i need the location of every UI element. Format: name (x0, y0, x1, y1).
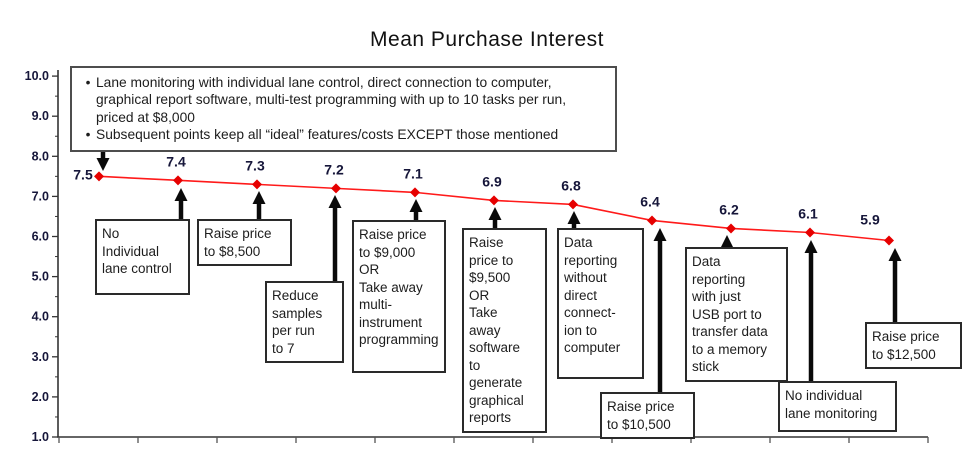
annotation-arrowhead-icon (409, 199, 423, 212)
annotation-box: No Individual lane control (95, 219, 190, 295)
annotation-box: Raise price to $9,500 OR Take away softw… (462, 228, 547, 434)
data-point-label: 7.5 (73, 166, 93, 182)
data-point-label: 7.2 (324, 161, 344, 177)
annotation-box: Reduce samples per run to 7 (265, 281, 344, 364)
y-axis-tick-label: 5.0 (32, 270, 49, 284)
annotation-arrowhead-icon (252, 191, 266, 204)
data-point-label: 7.4 (166, 153, 186, 169)
data-point-label: 6.8 (561, 177, 581, 193)
bullet-icon: • (85, 75, 91, 90)
y-axis-tick-label: 1.0 (32, 430, 49, 444)
key-bullet-1-text: Lane monitoring with individual lane con… (96, 75, 567, 125)
data-point-marker (805, 227, 815, 238)
y-axis-tick-label: 7.0 (32, 189, 49, 203)
annotation-arrowhead-icon (720, 235, 734, 248)
data-point-marker (489, 195, 499, 206)
y-axis-tick-label: 2.0 (32, 390, 49, 404)
data-point-label: 6.4 (640, 193, 660, 209)
y-axis-tick-label: 4.0 (32, 310, 49, 324)
annotation-arrowhead-icon (653, 228, 667, 241)
annotation-arrowhead-icon (174, 188, 188, 201)
annotation-arrowhead-icon (328, 195, 342, 208)
data-point-label: 6.2 (719, 201, 739, 217)
data-point-marker (884, 235, 894, 246)
key-callout-box: • Lane monitoring with individual lane c… (70, 66, 617, 152)
y-axis-tick-label: 10.0 (25, 69, 49, 83)
data-point-marker (726, 223, 736, 234)
data-point-marker (173, 175, 183, 186)
annotation-arrowhead-icon (567, 211, 581, 224)
key-bullet-1: • Lane monitoring with individual lane c… (80, 74, 605, 126)
data-point-marker (94, 171, 104, 182)
data-point-label: 5.9 (860, 212, 880, 228)
data-point-marker (647, 215, 657, 226)
annotation-box: Raise price to $12,500 (865, 322, 962, 370)
data-point-marker (410, 187, 420, 198)
annotation-box: Data reporting without direct connect- i… (557, 228, 644, 379)
key-bullet-2: • Subsequent points keep all “ideal” fea… (80, 126, 605, 143)
annotation-box: Data reporting with just USB port to tra… (685, 247, 788, 382)
y-axis-tick-label: 9.0 (32, 109, 49, 123)
annotation-box: No individual lane monitoring (778, 381, 897, 432)
data-point-label: 6.9 (482, 173, 502, 189)
chart-title: Mean Purchase Interest (370, 28, 604, 51)
data-point-marker (568, 199, 578, 210)
annotation-arrowhead-icon (804, 240, 818, 253)
data-point-marker (331, 183, 341, 194)
annotation-arrowhead-icon (888, 248, 902, 261)
annotation-box: Raise price to $9,000 OR Take away multi… (352, 220, 446, 373)
key-bullet-2-text: Subsequent points keep all “ideal” featu… (96, 127, 559, 143)
data-point-label: 7.1 (403, 165, 423, 181)
data-point-marker (252, 179, 262, 190)
annotation-arrowhead-icon (488, 207, 502, 220)
data-point-label: 6.1 (798, 205, 818, 221)
annotation-box: Raise price to $10,500 (600, 392, 695, 440)
y-axis-tick-label: 8.0 (32, 149, 49, 163)
y-axis-tick-label: 6.0 (32, 230, 49, 244)
annotation-box: Raise price to $8,500 (197, 219, 292, 267)
data-point-label: 7.3 (245, 157, 265, 173)
bullet-icon: • (85, 127, 91, 143)
y-axis-tick-label: 3.0 (32, 350, 49, 364)
annotation-arrowhead-icon (96, 158, 110, 171)
